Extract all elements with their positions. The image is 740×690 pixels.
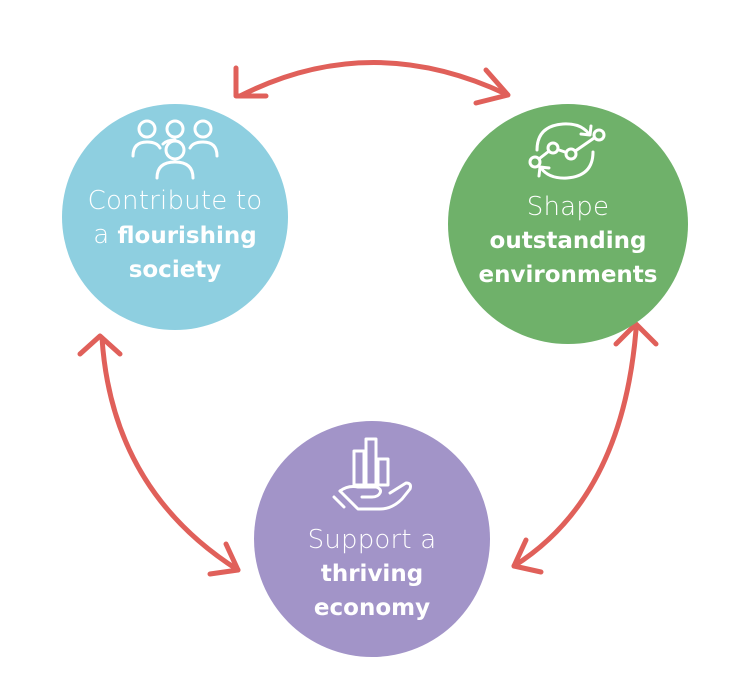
economy-line3: economy [313,595,431,621]
society-line2: a flourishing [88,218,263,253]
environments-line2: outstanding [489,228,647,254]
environments-label: Shape outstanding environments [479,190,658,292]
environments-circle: Shape outstanding environments [448,104,688,344]
society-line2-prefix: a [93,220,118,250]
economy-line1: Support a [307,525,437,555]
arrow-society-economy [77,333,241,577]
society-line2-bold: flourishing [117,223,257,249]
people-group-icon [131,119,219,180]
arrow-society-environments [233,60,511,106]
economy-label: Support a thriving economy [308,523,437,625]
society-line3: society [128,257,222,283]
economy-circle: Support a thriving economy [254,421,490,657]
hand-bar-chart-icon [332,437,412,511]
environments-line1: Shape [526,192,610,222]
trend-cycle-icon [528,122,606,180]
economy-line2: thriving [320,561,424,587]
arrow-environments-economy [511,321,659,575]
environments-line3: environments [478,262,658,288]
society-circle: Contribute to a flourishing society [62,104,288,330]
society-line1: Contribute to [87,186,263,216]
society-label: Contribute to a flourishing society [88,184,263,287]
